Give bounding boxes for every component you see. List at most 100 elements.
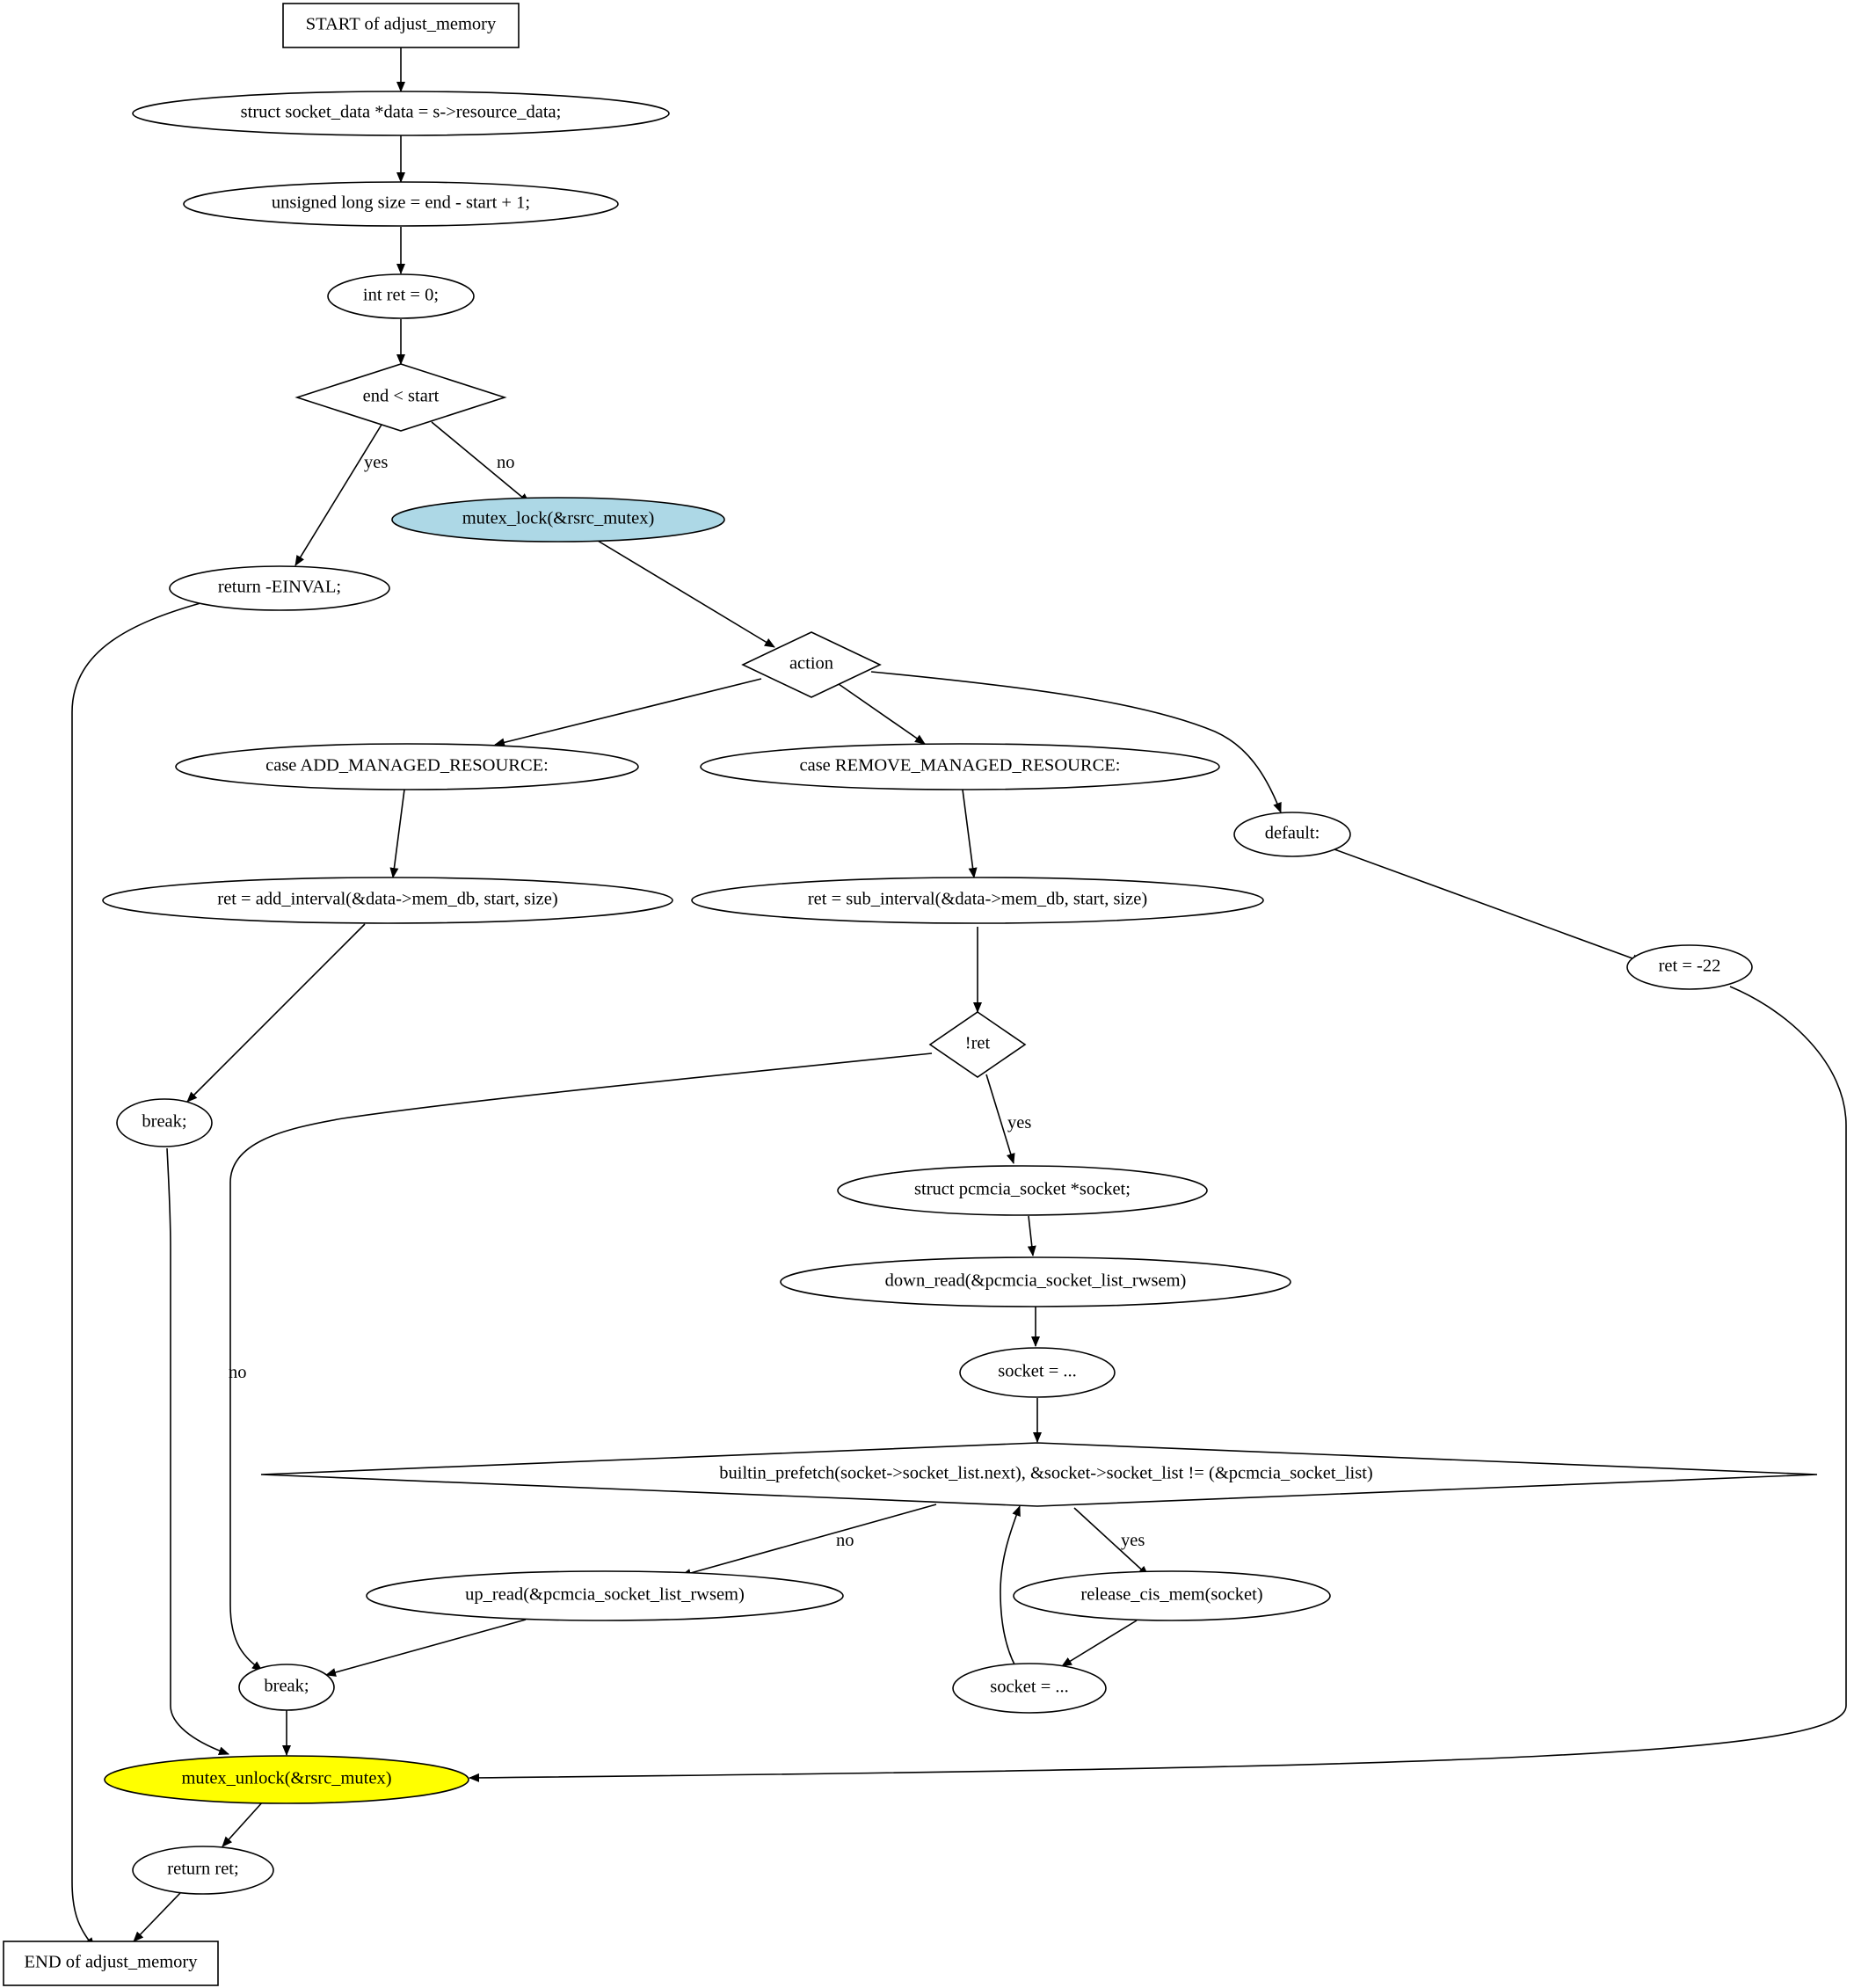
not-ret-label: !ret (965, 1034, 991, 1053)
data-decl-label: struct socket_data *data = s->resource_d… (241, 103, 562, 122)
end-lt-start-diamond (294, 363, 507, 432)
edge-label-prefetch-yes: yes (1121, 1531, 1145, 1550)
edge-label-not-ret-no: no (229, 1363, 247, 1382)
edge-prefetch-yes (1073, 1507, 1149, 1577)
socket-next-label: socket = ... (990, 1678, 1069, 1697)
edge-mutex-lock-to-action (597, 540, 775, 648)
edge-break-add-to-mutex-unlock (166, 1147, 229, 1756)
action-diamond (741, 631, 882, 698)
add-interval-label: ret = add_interval(&data->mem_db, start,… (217, 890, 557, 909)
edge-up-read-to-break-remove (325, 1619, 527, 1677)
data-decl-node: struct socket_data *data = s->resource_d… (132, 91, 670, 136)
sub-interval-ellipse (691, 877, 1264, 924)
break-add-node: break; (116, 1098, 213, 1147)
prefetch-decision: builtin_prefetch(socket->socket_list.nex… (260, 1442, 1818, 1507)
mutex-unlock-ellipse (104, 1755, 469, 1804)
release-cis-ellipse (1013, 1570, 1331, 1621)
edge-not-ret-yes (985, 1074, 1015, 1164)
return-einval-node: return -EINVAL; (169, 565, 390, 611)
break-remove-label: break; (264, 1677, 309, 1696)
socket-next-ellipse (952, 1663, 1107, 1714)
return-ret-ellipse (132, 1846, 274, 1895)
end-node: END of adjust_memory (3, 1941, 219, 1986)
edge-action-to-default (870, 671, 1282, 813)
not-ret-decision: !ret (928, 1011, 1027, 1078)
case-add-label: case ADD_MANAGED_RESOURCE: (265, 756, 549, 776)
default-node: default: (1233, 812, 1351, 857)
socket-decl-node: struct pcmcia_socket *socket; (837, 1165, 1208, 1216)
edge-label-not-ret-yes: yes (1007, 1113, 1031, 1132)
edge-add-interval-to-break-add (186, 923, 366, 1103)
up-read-ellipse (366, 1570, 844, 1621)
edge-action-to-case-remove (838, 683, 926, 745)
return-einval-ellipse (169, 565, 390, 611)
edge-release-cis-to-socket-next (1061, 1620, 1138, 1667)
end-lt-start-decision: end < start (294, 363, 507, 432)
action-label: action (789, 654, 833, 674)
socket-init-label: socket = ... (998, 1362, 1077, 1381)
ret-decl-ellipse (327, 273, 475, 319)
nodes: START of adjust_memory struct socket_dat… (3, 3, 1818, 1986)
break-remove-node: break; (238, 1664, 335, 1711)
data-decl-ellipse (132, 91, 670, 136)
socket-init-ellipse (959, 1347, 1116, 1398)
sub-interval-node: ret = sub_interval(&data->mem_db, start,… (691, 877, 1264, 924)
edge-prefetch-no (680, 1504, 937, 1577)
edge-labels: yes no yes no yes no (229, 453, 1145, 1550)
break-add-label: break; (142, 1112, 186, 1132)
down-read-ellipse (780, 1256, 1291, 1307)
release-cis-label: release_cis_mem(socket) (1080, 1585, 1262, 1605)
action-decision: action (741, 631, 882, 698)
socket-decl-ellipse (837, 1165, 1208, 1216)
case-add-ellipse (175, 743, 639, 790)
mutex-lock-node: mutex_lock(&rsrc_mutex) (391, 497, 725, 543)
size-decl-ellipse (183, 181, 619, 227)
case-remove-node: case REMOVE_MANAGED_RESOURCE: (700, 743, 1220, 790)
end-box (3, 1941, 219, 1986)
ret-decl-label: int ret = 0; (363, 286, 439, 305)
break-remove-ellipse (238, 1664, 335, 1711)
return-ret-node: return ret; (132, 1846, 274, 1895)
up-read-node: up_read(&pcmcia_socket_list_rwsem) (366, 1570, 844, 1621)
edges (71, 47, 1847, 1948)
edge-case-add-to-add-interval (389, 789, 405, 878)
case-remove-label: case REMOVE_MANAGED_RESOURCE: (800, 756, 1121, 776)
mutex-lock-ellipse (391, 497, 725, 543)
socket-init-node: socket = ... (959, 1347, 1116, 1398)
down-read-label: down_read(&pcmcia_socket_list_rwsem) (885, 1271, 1187, 1291)
mutex-lock-label: mutex_lock(&rsrc_mutex) (462, 509, 655, 528)
edge-end-lt-start-no (431, 421, 530, 504)
edge-default-to-ret-neg22 (1334, 848, 1643, 963)
not-ret-diamond (928, 1011, 1027, 1078)
add-interval-ellipse (102, 877, 673, 924)
ret-neg22-node: ret = -22 (1626, 944, 1753, 990)
socket-next-node: socket = ... (952, 1663, 1107, 1714)
mutex-unlock-label: mutex_unlock(&rsrc_mutex) (181, 1769, 391, 1788)
edge-return-einval-to-end (71, 602, 201, 1948)
edge-label-end-lt-start-yes: yes (364, 453, 388, 472)
break-add-ellipse (116, 1098, 213, 1147)
edge-case-remove-to-sub-interval (962, 789, 978, 878)
ret-decl-node: int ret = 0; (327, 273, 475, 319)
edge-label-prefetch-no: no (836, 1531, 854, 1550)
edge-return-ret-to-end (133, 1892, 181, 1942)
socket-decl-label: struct pcmcia_socket *socket; (914, 1180, 1131, 1199)
end-label: END of adjust_memory (25, 1953, 199, 1972)
size-decl-label: unsigned long size = end - start + 1; (272, 193, 530, 213)
edge-socket-next-to-prefetch (1000, 1505, 1021, 1667)
edge-action-to-case-add (494, 678, 762, 747)
case-add-node: case ADD_MANAGED_RESOURCE: (175, 743, 639, 790)
return-ret-label: return ret; (167, 1860, 238, 1879)
default-label: default: (1265, 824, 1320, 843)
edge-not-ret-no (229, 1052, 933, 1671)
edge-mutex-unlock-to-return-ret (222, 1800, 265, 1847)
edge-socket-decl-to-down-read (1027, 1215, 1036, 1256)
down-read-node: down_read(&pcmcia_socket_list_rwsem) (780, 1256, 1291, 1307)
start-node: START of adjust_memory (282, 3, 520, 48)
release-cis-node: release_cis_mem(socket) (1013, 1570, 1331, 1621)
start-label: START of adjust_memory (306, 15, 497, 34)
ret-neg22-label: ret = -22 (1659, 957, 1721, 976)
size-decl-node: unsigned long size = end - start + 1; (183, 181, 619, 227)
case-remove-ellipse (700, 743, 1220, 790)
